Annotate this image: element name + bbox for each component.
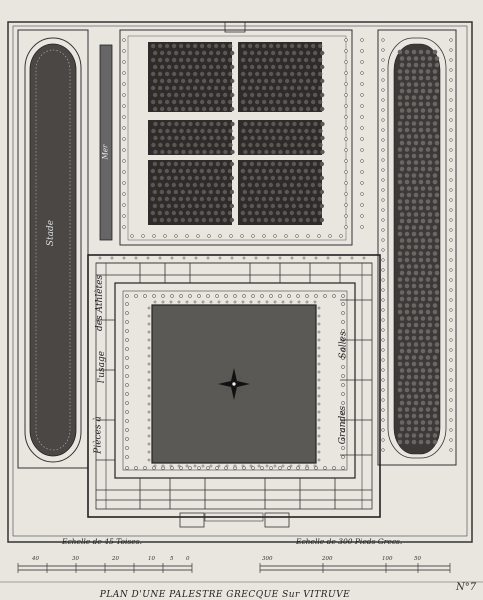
label-pieces: Pièces à bbox=[93, 416, 104, 454]
scale-tick-toises-3: 10 bbox=[148, 556, 155, 562]
right-colonnade bbox=[381, 38, 453, 452]
scale-tick-pieds-0: 300 bbox=[262, 556, 273, 562]
label-stade: Stade bbox=[46, 219, 57, 247]
stadium bbox=[17, 29, 89, 469]
compass-rose-icon bbox=[218, 368, 250, 400]
scale-tick-toises-1: 30 bbox=[72, 556, 79, 562]
label-salles: Salles bbox=[338, 331, 349, 359]
scale-tick-pieds-2: 100 bbox=[382, 556, 393, 562]
inner-frame bbox=[12, 25, 468, 537]
scale-tick-toises-5: 0 bbox=[186, 556, 190, 562]
right-tree-rows bbox=[397, 49, 440, 445]
label-grandes: Grandes bbox=[338, 405, 349, 445]
tree-grove bbox=[148, 42, 325, 225]
scale-tick-toises-2: 20 bbox=[112, 556, 119, 562]
label-mer: Mer bbox=[101, 144, 110, 160]
plate-number: N°7 bbox=[456, 582, 477, 593]
scale-title-toises: Echelle de 45 Toises. bbox=[62, 537, 142, 546]
label-athletes: des Athlètes bbox=[95, 274, 106, 332]
scale-tick-pieds-1: 200 bbox=[322, 556, 333, 562]
plate-title: PLAN D'UNE PALESTRE GRECQUE Sur VITRUVE bbox=[99, 590, 351, 600]
label-usage: l'usage bbox=[97, 350, 108, 384]
upper-colonnade bbox=[122, 38, 364, 238]
scale-bar-pieds bbox=[259, 563, 451, 573]
scale-bar-toises bbox=[17, 563, 193, 573]
peristyle-colonnade bbox=[98, 256, 366, 470]
mer-pool bbox=[99, 44, 113, 241]
scale-title-pieds: Echelle de 300 Pieds Grecs. bbox=[296, 537, 403, 546]
scale-tick-toises-4: 5 bbox=[170, 556, 174, 562]
scale-tick-toises-0: 40 bbox=[32, 556, 39, 562]
scale-tick-pieds-3: 50 bbox=[414, 556, 421, 562]
